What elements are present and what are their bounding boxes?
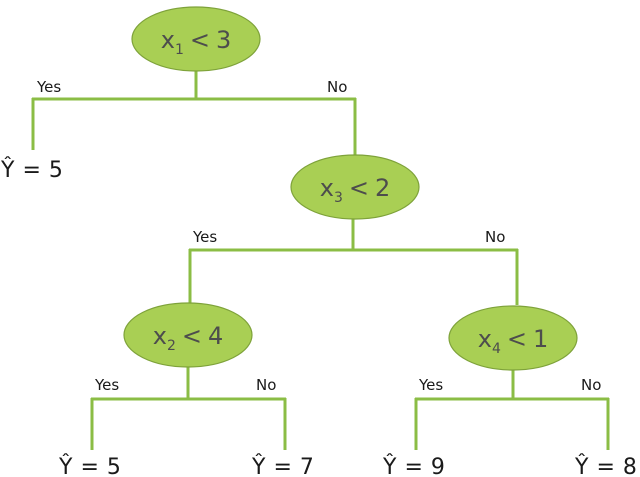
node-operator: < xyxy=(190,26,210,54)
node-operator: < xyxy=(349,174,369,202)
leaf-symbol: Ŷ xyxy=(58,454,73,477)
svg-text:x2<4: x2 <4 xyxy=(153,322,224,354)
node-var: x xyxy=(478,325,492,353)
node-var: x xyxy=(161,26,175,54)
branch-label-yes: Yes xyxy=(36,78,61,96)
node-operator: < xyxy=(507,325,527,353)
branch-label-no: No xyxy=(485,228,505,246)
leaf-symbol: Ŷ xyxy=(251,454,266,477)
branch-label-yes: Yes xyxy=(192,228,217,246)
leaf-value: 5 xyxy=(107,455,121,477)
node-subscript: 4 xyxy=(492,341,501,357)
node-var: x xyxy=(320,174,334,202)
node-subscript: 2 xyxy=(167,338,176,354)
svg-text:x4<1: x4 <1 xyxy=(478,325,549,357)
node-subscript: 1 xyxy=(175,42,184,58)
node-x2-lt-4: x2 <4 xyxy=(123,302,253,368)
branch-label-yes: Yes xyxy=(418,376,443,394)
node-threshold: 3 xyxy=(216,26,231,54)
leaf-symbol: Ŷ xyxy=(0,157,15,183)
branch-label-no: No xyxy=(256,376,276,394)
node-subscript: 3 xyxy=(334,190,343,206)
node-operator: < xyxy=(182,322,202,350)
node-threshold: 4 xyxy=(208,322,223,350)
node-x4-lt-1: x4 <1 xyxy=(448,305,578,371)
leaf-prediction: Ŷ=7 xyxy=(251,454,314,477)
leaf-prediction: Ŷ=8 xyxy=(574,454,637,477)
node-threshold: 1 xyxy=(533,325,548,353)
leaf-value: 5 xyxy=(49,158,63,183)
leaf-prediction: Ŷ=9 xyxy=(382,454,445,477)
node-threshold: 2 xyxy=(375,174,390,202)
node-x1-lt-3: x1 <3 xyxy=(131,6,261,72)
leaf-symbol: Ŷ xyxy=(382,454,397,477)
branch-label-yes: Yes xyxy=(94,376,119,394)
branch-label-no: No xyxy=(581,376,601,394)
leaf-value: 8 xyxy=(623,455,637,477)
svg-text:x1<3: x1 <3 xyxy=(161,26,232,58)
leaf-symbol: Ŷ xyxy=(574,454,589,477)
leaf-value: 9 xyxy=(431,455,445,477)
svg-text:x3<2: x3 <2 xyxy=(320,174,391,206)
node-var: x xyxy=(153,322,167,350)
leaf-value: 7 xyxy=(300,455,314,477)
leaf-prediction: Ŷ=5 xyxy=(58,454,121,477)
node-x3-lt-2: x3 <2 xyxy=(290,154,420,220)
branch-label-no: No xyxy=(327,78,347,96)
leaf-prediction: Ŷ=5 xyxy=(0,157,63,183)
